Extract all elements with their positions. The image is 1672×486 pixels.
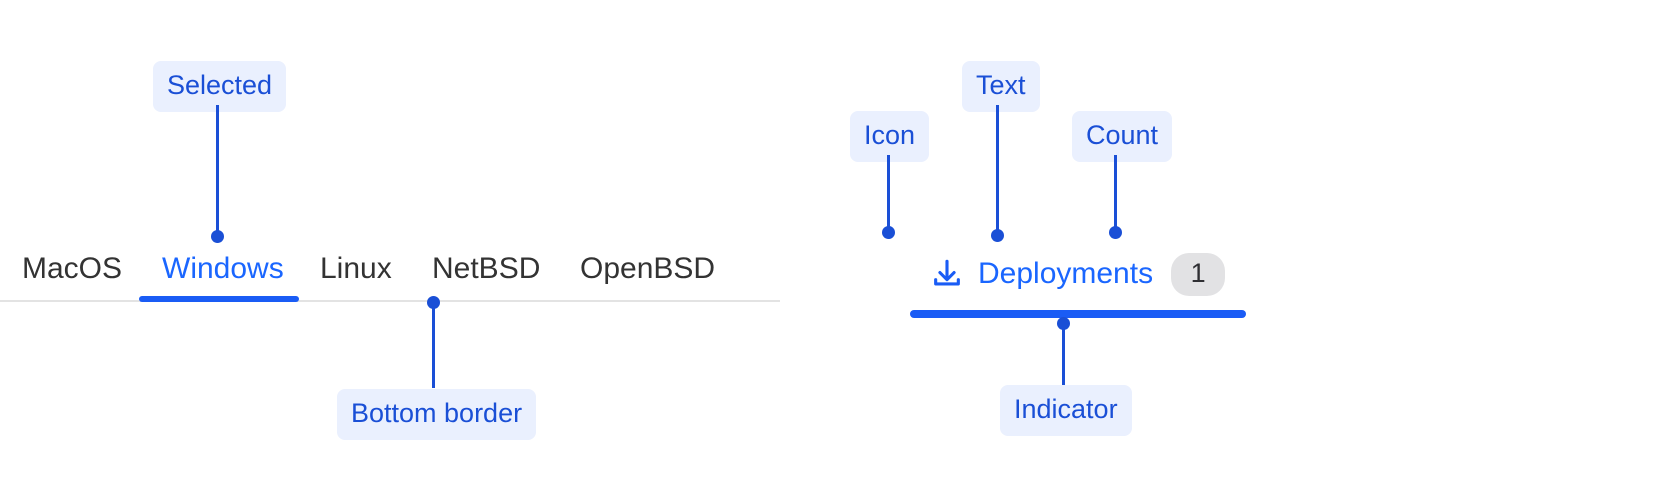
tab-bar-bottom-border <box>0 300 780 302</box>
tab-netbsd[interactable]: NetBSD <box>432 252 541 285</box>
leader-dot-text <box>991 229 1004 242</box>
leader-line-text <box>996 105 999 235</box>
leader-line-bottom-border <box>432 302 435 388</box>
tab-macos[interactable]: MacOS <box>22 252 123 285</box>
tab-deployments-label: Deployments <box>978 257 1154 290</box>
annotation-bottom-border: Bottom border <box>337 389 537 440</box>
tab-openbsd[interactable]: OpenBSD <box>580 252 716 285</box>
leader-line-selected <box>216 105 219 235</box>
annotation-text: Text <box>962 61 1040 112</box>
tab-deployments-indicator <box>910 310 1246 318</box>
tab-deployments[interactable]: Deployments 1 <box>910 246 1250 324</box>
annotation-selected: Selected <box>153 61 287 112</box>
tab-windows[interactable]: Windows <box>162 252 284 285</box>
tab-linux[interactable]: Linux <box>320 252 392 285</box>
leader-line-count <box>1114 155 1117 233</box>
tab-deployments-row: Deployments 1 <box>910 246 1226 302</box>
tab-selected-underline <box>139 296 299 302</box>
leader-line-indicator <box>1062 322 1065 402</box>
leader-dot-selected <box>211 230 224 243</box>
annotation-count: Count <box>1072 111 1173 162</box>
leader-dot-icon <box>882 226 895 239</box>
download-icon <box>934 259 960 286</box>
leader-line-icon <box>887 155 890 233</box>
tab-deployments-count-badge: 1 <box>1171 252 1226 296</box>
annotation-indicator: Indicator <box>1000 385 1132 436</box>
tab-bar-plain: MacOS Windows Linux NetBSD OpenBSD <box>0 246 780 302</box>
annotation-icon: Icon <box>850 111 930 162</box>
leader-dot-count <box>1109 226 1122 239</box>
